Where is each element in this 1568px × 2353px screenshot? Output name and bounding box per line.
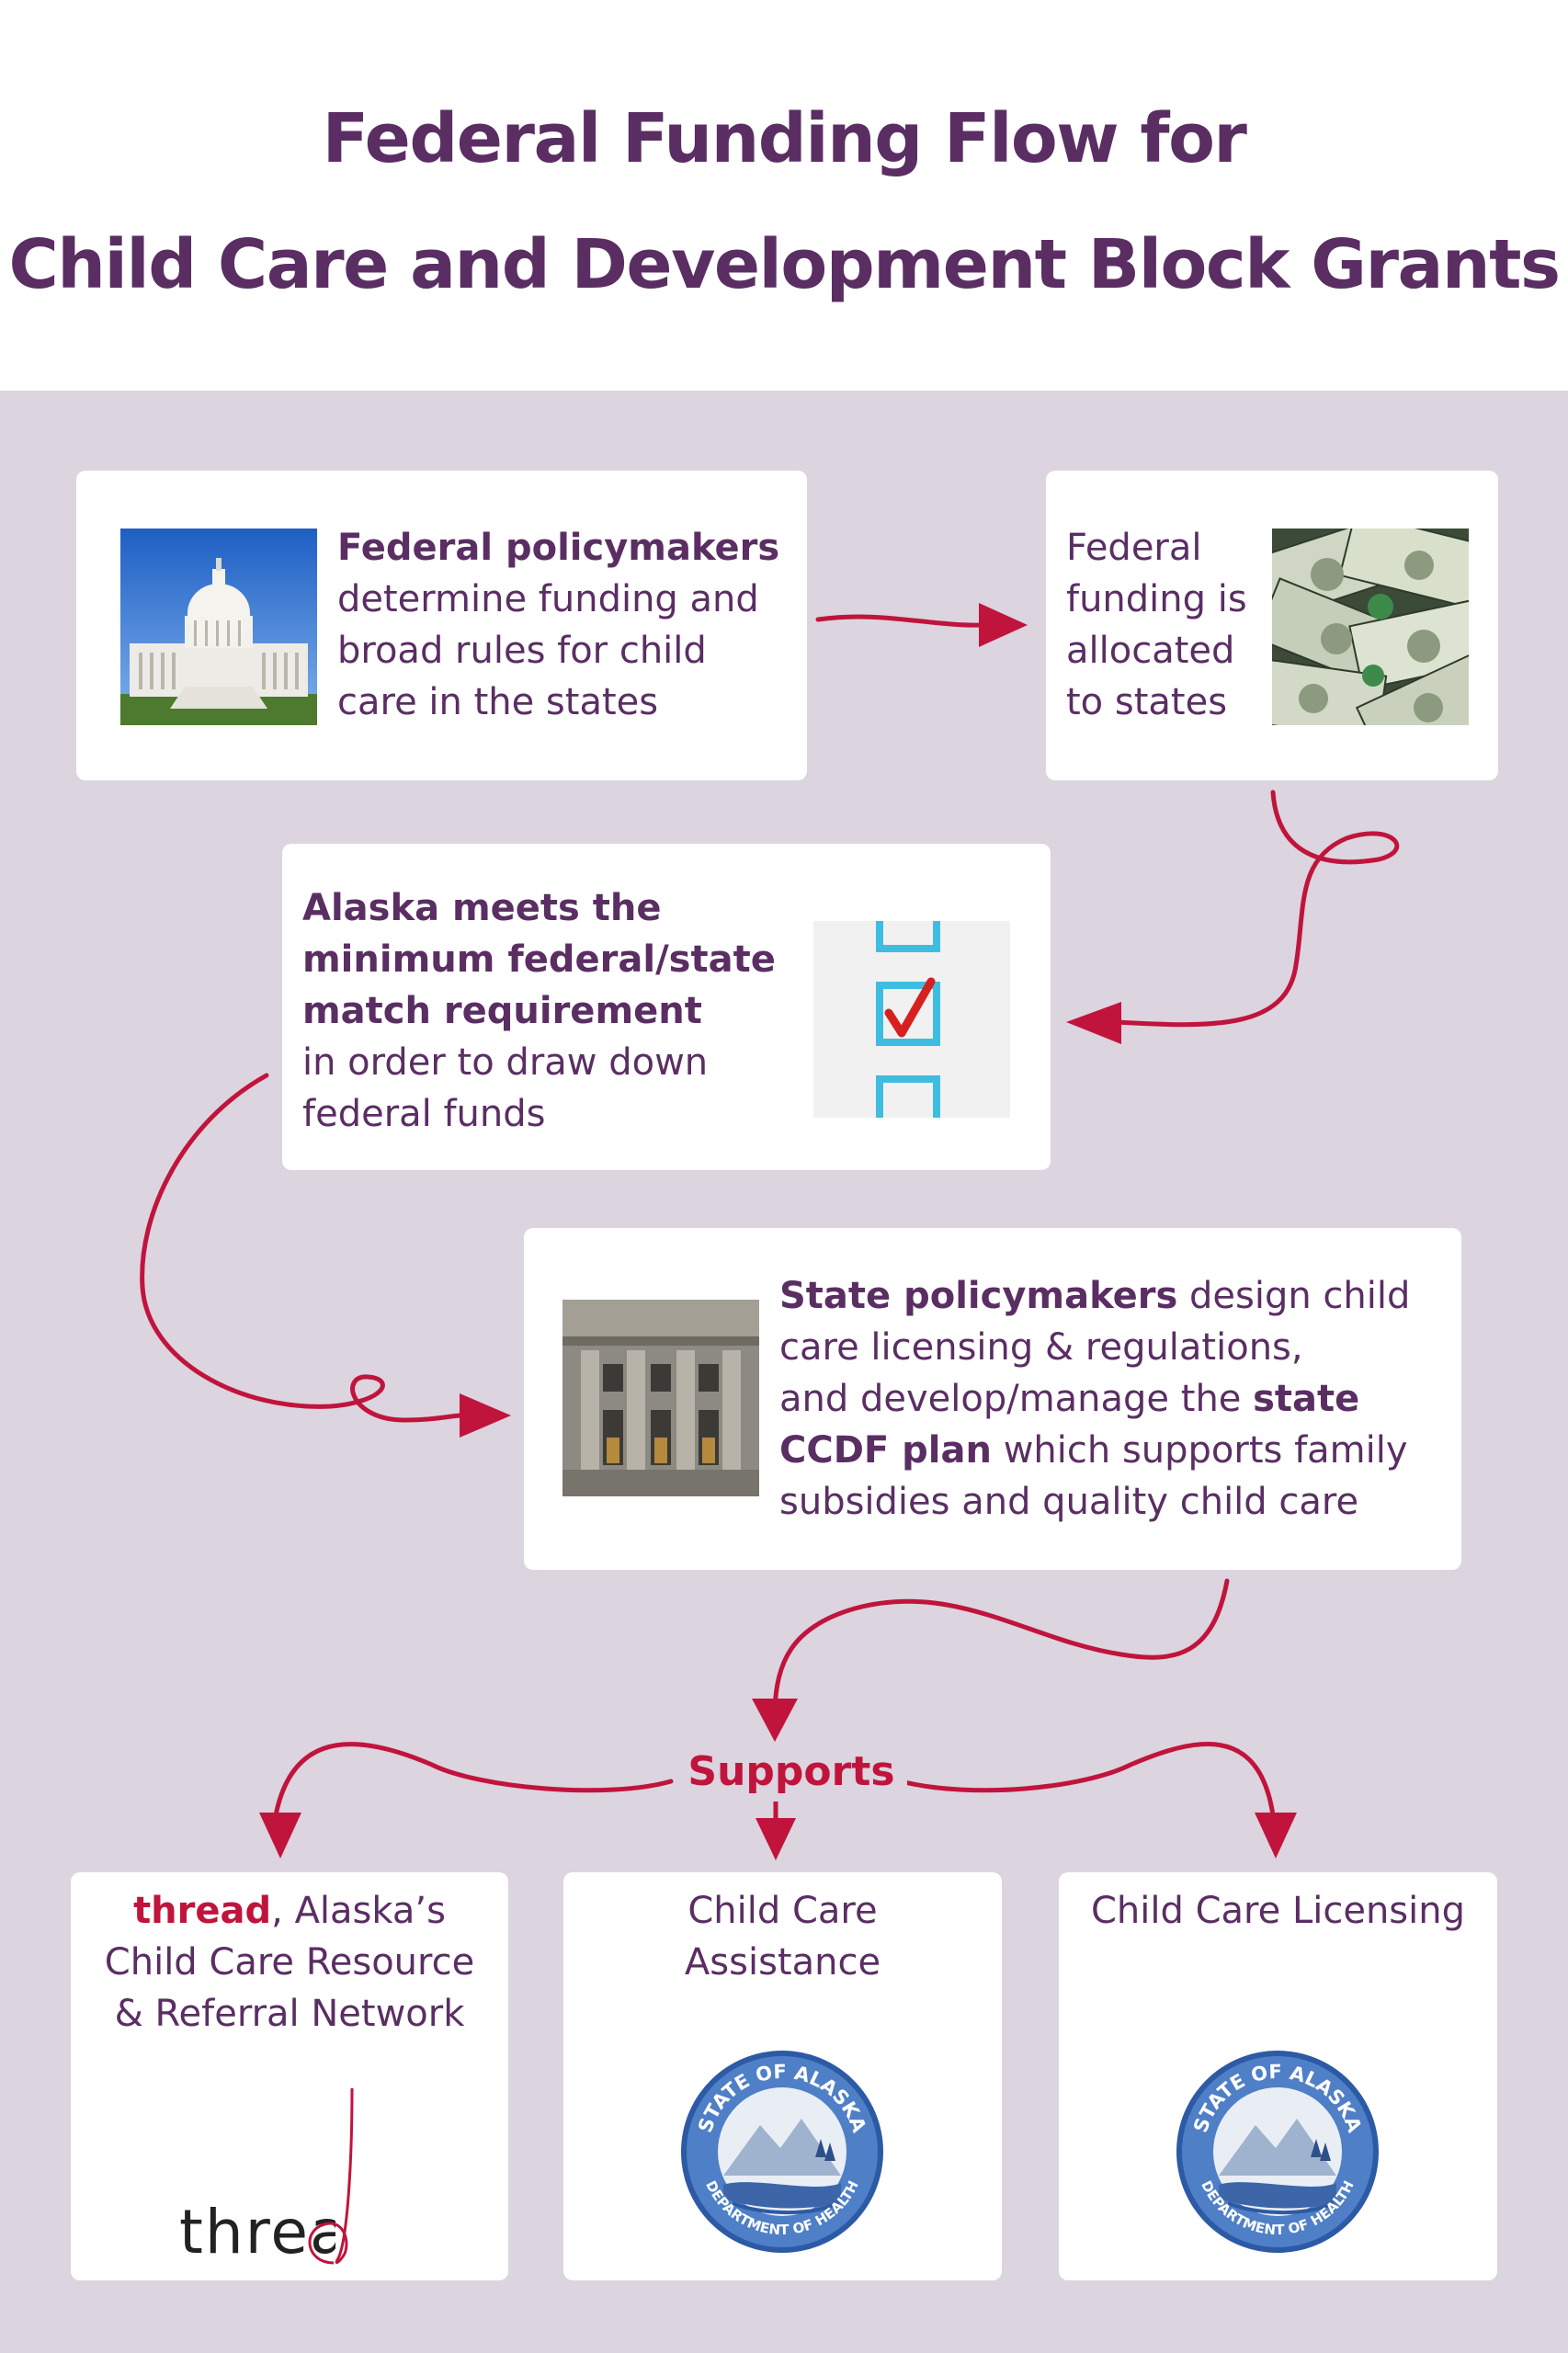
federal-funding-line-2: funding is: [1066, 578, 1247, 620]
federal-funding-line-3: allocated: [1066, 630, 1235, 672]
alaska-match-heading-3: match requirement: [302, 990, 702, 1032]
state-policymakers-line-3: and develop/manage the: [779, 1378, 1254, 1420]
assistance-text: Child Care Assistance: [563, 1885, 1002, 1988]
arrow-supports-to-licensing: [898, 1742, 1276, 1818]
alaska-match-line-2: federal funds: [302, 1093, 546, 1135]
alaska-health-seal: STATE OF ALASKA DEPARTMENT OF HEALTH: [677, 2047, 887, 2256]
federal-policymakers-line-3: care in the states: [337, 681, 659, 723]
capitol-building-photo: [120, 529, 317, 725]
arrowhead-thread: [259, 1813, 301, 1859]
arrow-match-to-state: [140, 1073, 462, 1423]
alaska-match-text: Alaska meets the minimum federal/state m…: [302, 882, 817, 1140]
supports-label: Supports: [676, 1748, 907, 1795]
card-federal-funding: Federal funding is allocated to states: [1046, 471, 1498, 780]
thread-logo: thread: [177, 2079, 398, 2272]
card-thread: thread, Alaska’s Child Care Resource & R…: [71, 1872, 508, 2280]
assistance-line-2: Assistance: [684, 1941, 881, 1984]
card-state-policymakers: State policymakers design child care lic…: [524, 1228, 1461, 1570]
state-policymakers-line-2: care licensing & regulations,: [779, 1326, 1303, 1369]
state-policymakers-line-1: design child: [1177, 1275, 1411, 1317]
state-policymakers-line-4: which supports family: [991, 1429, 1408, 1472]
federal-policymakers-line-1: determine funding and: [337, 578, 759, 620]
state-policymakers-heading: State policymakers: [779, 1275, 1178, 1317]
federal-policymakers-heading: Federal policymakers: [337, 527, 780, 569]
thread-line-3: & Referral Network: [114, 1993, 465, 2035]
alaska-match-line-1: in order to draw down: [302, 1041, 709, 1084]
card-alaska-match: Alaska meets the minimum federal/state m…: [282, 844, 1051, 1170]
dollar-bills-photo: [1272, 529, 1469, 725]
arrow-state-to-supports: [772, 1578, 1230, 1712]
state-capitol-building-photo: [562, 1300, 759, 1496]
state-word: state: [1253, 1378, 1360, 1420]
header: Federal Funding Flow for Child Care and …: [0, 0, 1568, 391]
alaska-match-heading-1: Alaska meets the: [302, 887, 662, 929]
card-child-care-assistance: Child Care Assistance STATE OF ALASKA DE…: [563, 1872, 1002, 2280]
arrowhead-licensing: [1255, 1813, 1297, 1859]
state-policymakers-line-5: subsidies and quality child care: [779, 1481, 1359, 1523]
federal-funding-line-1: Federal: [1066, 527, 1202, 569]
arrowhead-match: [1066, 1002, 1121, 1044]
federal-funding-line-4: to states: [1066, 681, 1228, 723]
federal-policymakers-line-2: broad rules for child: [337, 630, 707, 672]
arrow-funding-to-match: [1114, 790, 1400, 1028]
title-line-2: Child Care and Development Block Grants: [8, 225, 1561, 304]
card-federal-policymakers: Federal policymakers determine funding a…: [76, 471, 807, 780]
checklist-photo: [813, 921, 1010, 1118]
thread-brand: thread: [133, 1890, 272, 1932]
arrowhead-supports: [752, 1699, 798, 1742]
thread-line-2: Child Care Resource: [104, 1941, 475, 1984]
ccdf-plan-label: CCDF plan: [779, 1429, 992, 1472]
arrow-supports-to-thread: [273, 1742, 674, 1818]
thread-text: thread, Alaska’s Child Care Resource & R…: [71, 1885, 508, 2040]
licensing-line-1: Child Care Licensing: [1091, 1890, 1465, 1932]
arrow-policymakers-to-funding: [815, 614, 991, 628]
thread-line-1: , Alaska’s: [271, 1890, 446, 1932]
card-child-care-licensing: Child Care Licensing STATE OF ALASKA DEP…: [1059, 1872, 1497, 2280]
arrowhead-assistance: [756, 1818, 796, 1860]
alaska-match-heading-2: minimum federal/state: [302, 938, 776, 981]
alaska-health-seal: STATE OF ALASKA DEPARTMENT OF HEALTH: [1173, 2047, 1382, 2256]
state-policymakers-text: State policymakers design child care lic…: [779, 1270, 1450, 1528]
federal-funding-text: Federal funding is allocated to states: [1066, 522, 1268, 728]
title-line-1: Federal Funding Flow for: [322, 99, 1247, 178]
licensing-text: Child Care Licensing: [1059, 1885, 1497, 1937]
arrowhead-funding: [979, 603, 1028, 647]
arrowhead-state: [460, 1393, 511, 1438]
thread-logo-text: thread: [179, 2197, 335, 2268]
assistance-line-1: Child Care: [687, 1890, 878, 1932]
federal-policymakers-text: Federal policymakers determine funding a…: [337, 522, 797, 728]
